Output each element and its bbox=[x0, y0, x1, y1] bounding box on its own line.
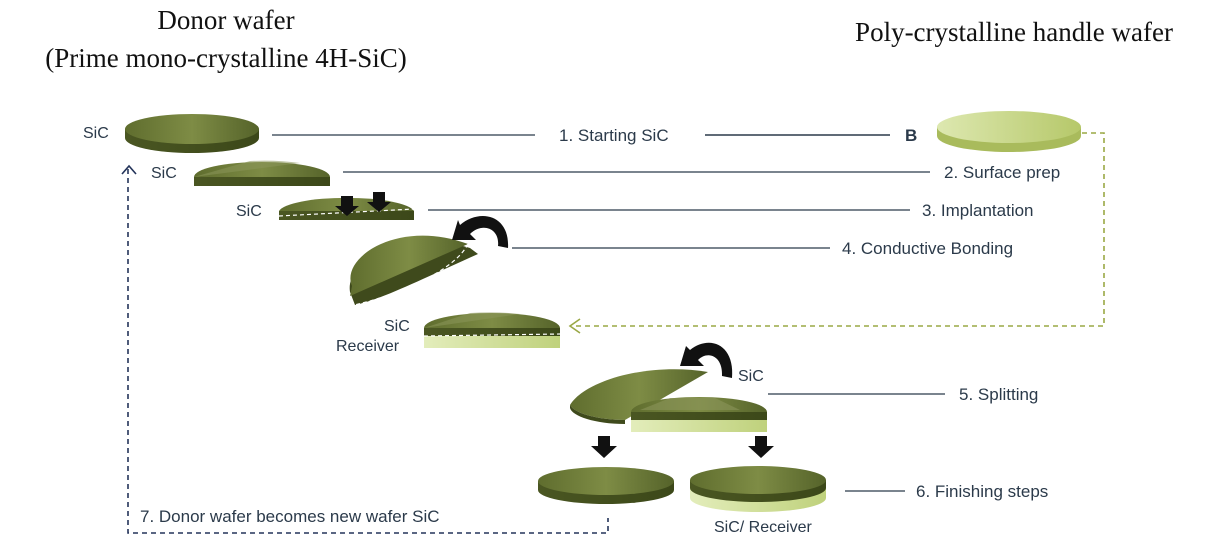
handle-supply-arrowhead bbox=[568, 318, 581, 334]
split-donor-wafer bbox=[570, 369, 708, 424]
handle-wafer-header: Poly-crystalline handle wafer bbox=[855, 17, 1173, 47]
donor-wafer-header: Donor wafer bbox=[157, 5, 294, 35]
label-sic-split: SiC bbox=[738, 368, 764, 385]
label-sic-receiver-final: SiC/ Receiver bbox=[714, 519, 812, 536]
bonded-receiver-wafer bbox=[423, 312, 561, 348]
label-sic-receiver: SiC bbox=[384, 318, 410, 335]
implant-arrow-icon bbox=[367, 192, 391, 212]
label-sic-surface: SiC bbox=[151, 165, 177, 182]
handle-wafer bbox=[937, 111, 1081, 152]
finished-receiver-wafer bbox=[690, 466, 826, 512]
split-arrow-icon bbox=[680, 342, 733, 378]
handle-supply-loop bbox=[572, 132, 1105, 327]
label-b: B bbox=[905, 126, 917, 145]
down-arrow-icon bbox=[748, 436, 774, 458]
finished-donor-wafer bbox=[538, 467, 674, 504]
step-7-label: 7. Donor wafer becomes new wafer SiC bbox=[140, 507, 440, 526]
label-sic-implant: SiC bbox=[236, 203, 262, 220]
step-1-label: 1. Starting SiC bbox=[559, 126, 669, 145]
step-3-label: 3. Implantation bbox=[922, 201, 1034, 220]
flip-arrow-icon bbox=[452, 216, 509, 248]
implant-arrow-icon bbox=[335, 196, 359, 216]
step-6-label: 6. Finishing steps bbox=[916, 482, 1048, 501]
step-4-label: 4. Conductive Bonding bbox=[842, 239, 1013, 258]
label-receiver: Receiver bbox=[336, 338, 400, 355]
donor-wafer-subheader: (Prime mono-crystalline 4H-SiC) bbox=[45, 43, 406, 73]
surface-prep-wafer bbox=[194, 160, 330, 186]
donor-return-arrowhead bbox=[121, 164, 137, 175]
down-arrow-icon bbox=[591, 436, 617, 458]
donor-return-loop bbox=[127, 169, 609, 534]
step-2-label: 2. Surface prep bbox=[944, 163, 1060, 182]
step-5-label: 5. Splitting bbox=[959, 385, 1038, 404]
split-receiver-wafer bbox=[631, 397, 767, 432]
starting-sic-wafer bbox=[125, 114, 259, 153]
flipping-wafer bbox=[349, 235, 478, 307]
label-sic-start: SiC bbox=[83, 125, 109, 142]
